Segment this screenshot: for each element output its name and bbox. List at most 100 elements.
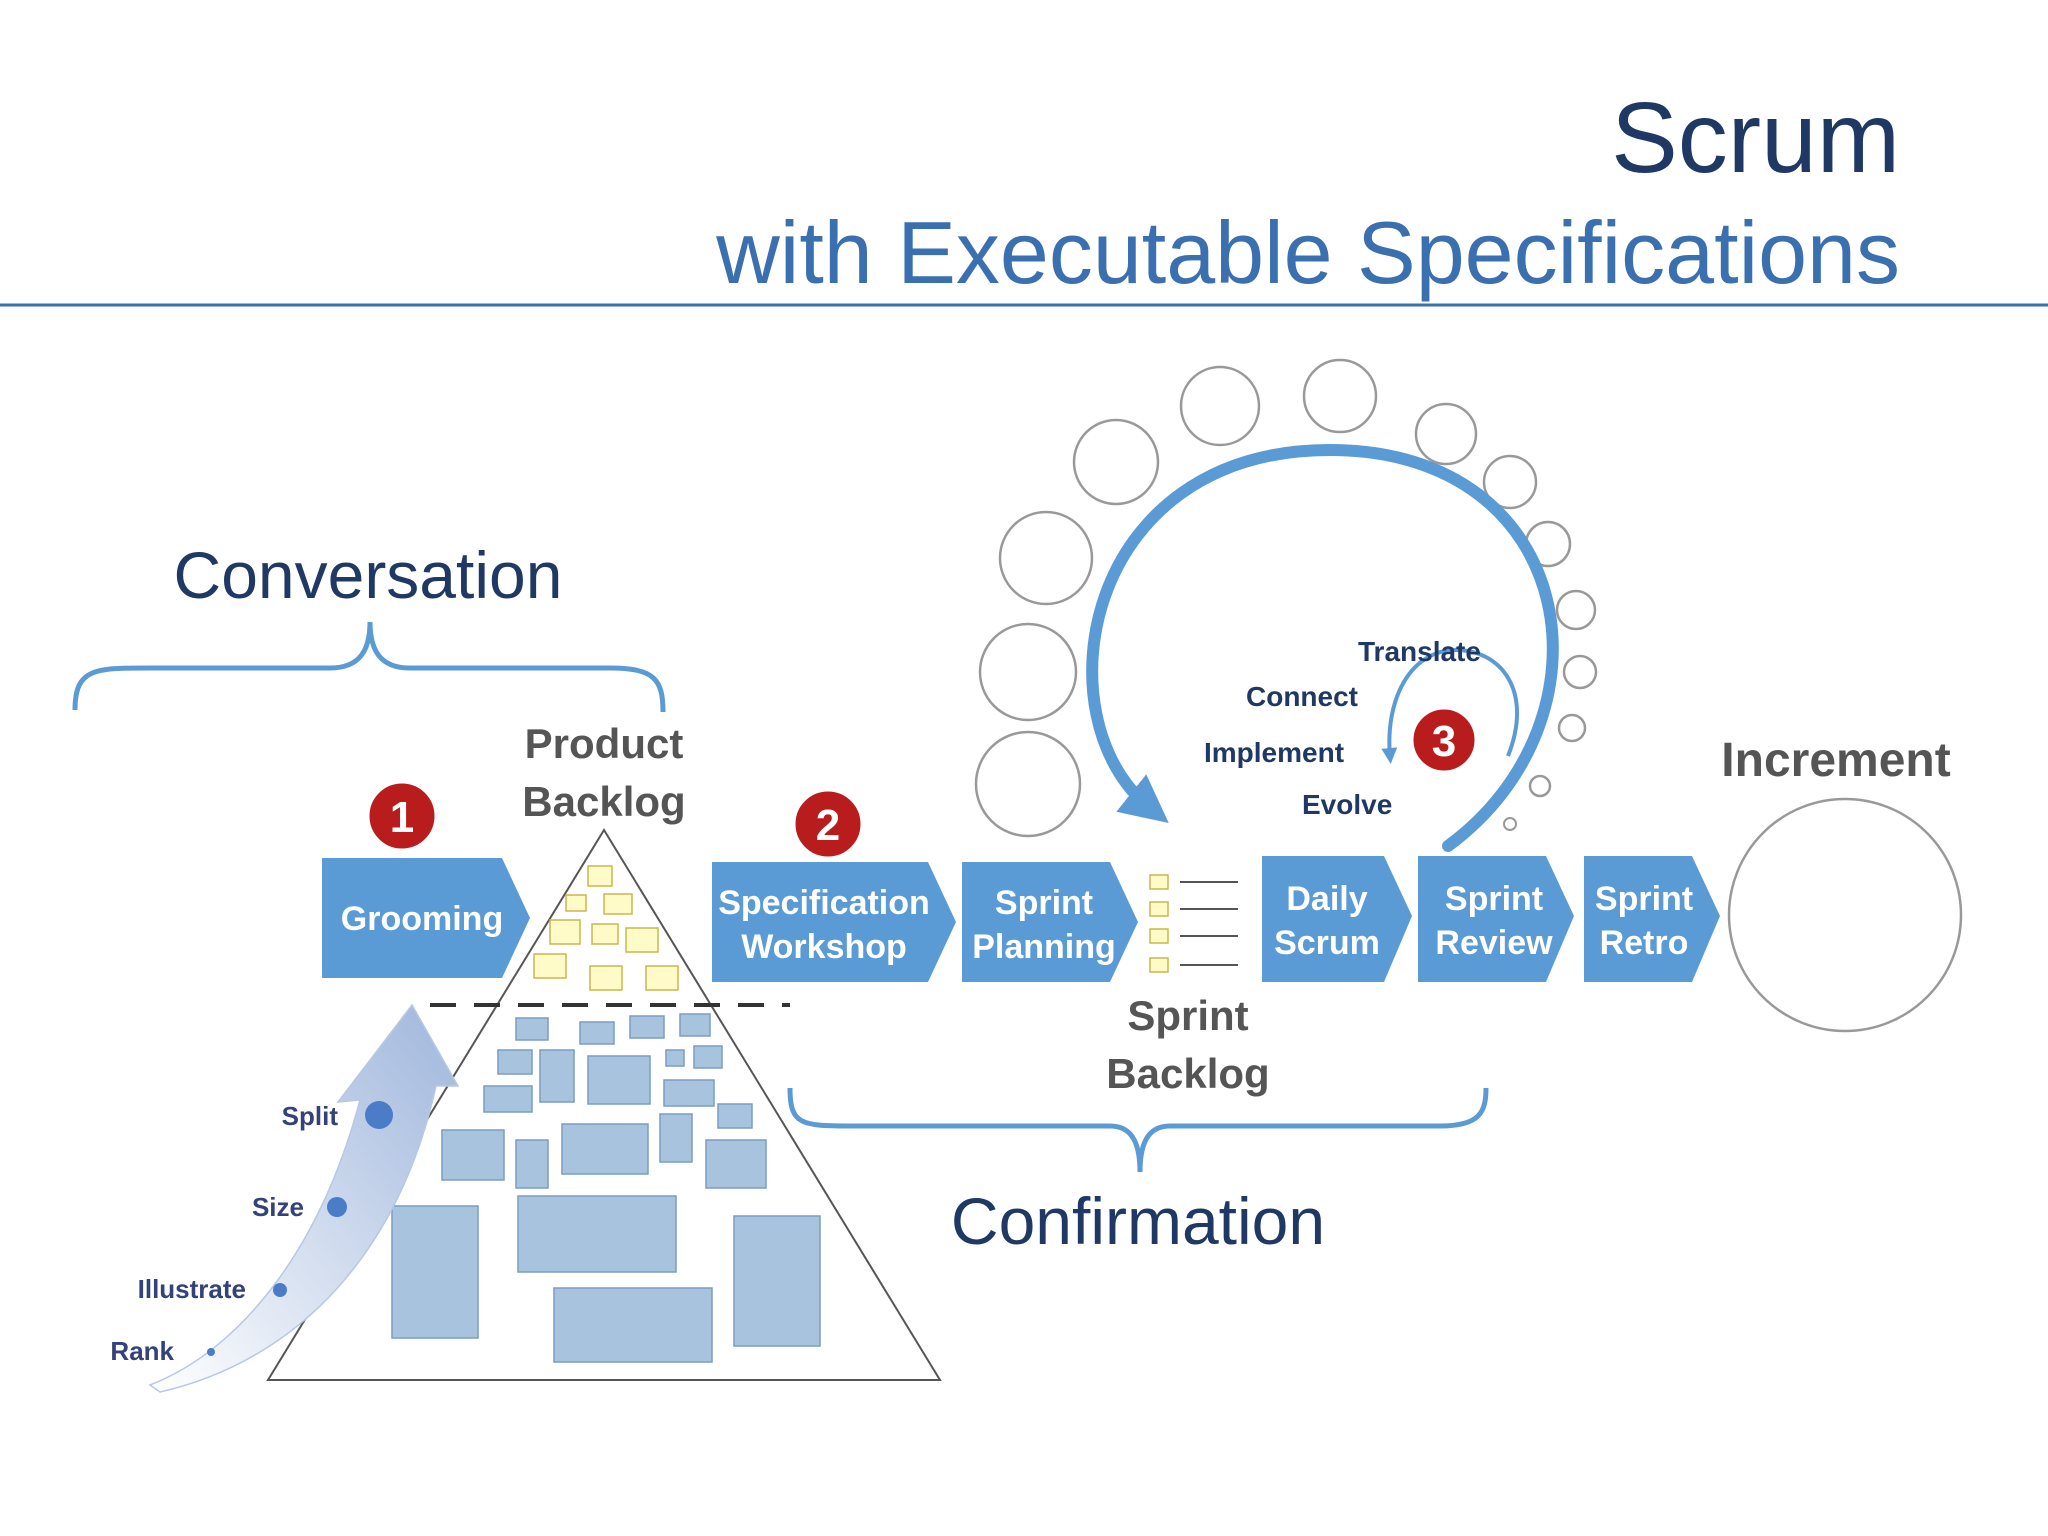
badge-2: 2: [792, 788, 864, 860]
ready-item: [565, 894, 587, 912]
sprint-day-bubble: [1414, 402, 1478, 466]
sprint-backlog-label-line2: Backlog: [1106, 1050, 1269, 1097]
backlog-item: [539, 1049, 575, 1103]
sprint-backlog-label-line1: Sprint: [1127, 992, 1248, 1039]
sprint-backlog-item: [1149, 928, 1169, 944]
split-dot-icon: [365, 1101, 393, 1129]
backlog-item: [629, 1015, 665, 1039]
badge-3: 3: [1410, 706, 1478, 774]
ready-item: [589, 965, 623, 991]
grooming-activity-rank: Rank: [110, 1336, 174, 1366]
backlog-item: [665, 1049, 685, 1067]
sprint-days-bubbles: [974, 358, 1598, 838]
confirmation-bracket: [787, 1087, 1489, 1173]
cycle-translate-label: Translate: [1358, 636, 1481, 667]
daily-scrum-chevron: [1262, 856, 1412, 982]
specification-workshop-label-line1: Specification: [718, 884, 930, 922]
confirmation-label: Confirmation: [951, 1184, 1325, 1258]
backlog-item: [693, 1045, 723, 1069]
sprint-retro-chevron: [1584, 856, 1720, 982]
sprint-planning-chevron: [962, 862, 1138, 982]
sprint-planning-label-line1: Sprint: [995, 884, 1093, 922]
increment-label: Increment: [1721, 734, 1950, 787]
step-grooming: Grooming: [322, 858, 530, 978]
sprint-backlog-list-icon: [1149, 874, 1238, 973]
backlog-item: [733, 1215, 821, 1347]
conversation-label: Conversation: [174, 538, 563, 612]
cycle-connect-label: Connect: [1246, 681, 1358, 712]
sprint-day-bubble: [1557, 713, 1587, 743]
backlog-item: [679, 1013, 711, 1037]
backlog-item: [561, 1123, 649, 1175]
backlog-item: [497, 1049, 533, 1075]
grooming-activity-split: Split: [282, 1101, 339, 1131]
ready-item: [587, 865, 613, 887]
ready-item: [591, 923, 619, 945]
badge-1-circle: [366, 780, 438, 852]
sprint-backlog-item: [1149, 957, 1169, 973]
sprint-day-bubble: [1302, 358, 1378, 434]
ready-backlog-items: [533, 865, 679, 991]
grooming-activity-illustrate: Illustrate: [138, 1274, 246, 1304]
sprint-day-bubble: [1503, 817, 1517, 831]
sprint-day-bubble: [1562, 654, 1598, 690]
product-backlog-label-line1: Product: [525, 720, 684, 767]
ready-item: [533, 953, 567, 979]
sprint-retro-label-line2: Retro: [1600, 924, 1689, 962]
backlog-item: [553, 1287, 713, 1363]
backlog-items: [391, 1013, 821, 1363]
backlog-item: [579, 1021, 615, 1045]
sprint-review-chevron: [1418, 856, 1574, 982]
sprint-cycle-arrow: [1086, 443, 1559, 852]
page-subtitle: with Executable Specifications: [715, 203, 1900, 302]
badge-2-circle: [792, 788, 864, 860]
backlog-item: [659, 1113, 693, 1163]
daily-scrum-label-line1: Daily: [1286, 880, 1367, 918]
backlog-item: [515, 1139, 549, 1189]
sprint-day-bubble: [1179, 365, 1261, 447]
ready-item: [603, 893, 633, 915]
daily-scrum-label-line2: Scrum: [1274, 924, 1380, 962]
sprint-backlog-item: [1149, 901, 1169, 917]
sprint-day-bubble: [1072, 418, 1160, 506]
size-dot-icon: [327, 1197, 347, 1217]
backlog-item: [391, 1205, 479, 1339]
illustrate-dot-icon: [273, 1283, 287, 1297]
badge-1-number: 1: [390, 793, 414, 842]
cycle-implement-label: Implement: [1204, 737, 1344, 768]
grooming-label: Grooming: [341, 900, 503, 938]
badge-3-number: 3: [1432, 717, 1456, 766]
sprint-planning-label-line2: Planning: [972, 928, 1116, 966]
rank-dot-icon: [207, 1348, 215, 1356]
cycle-evolve-label: Evolve: [1302, 789, 1392, 820]
grooming-chevron: [322, 858, 530, 978]
step-sprint-review: Sprint Review: [1418, 856, 1574, 982]
page-title: Scrum: [1611, 82, 1900, 194]
badge-3-circle: [1410, 706, 1478, 774]
backlog-item: [705, 1139, 767, 1189]
ready-item: [625, 927, 659, 953]
product-backlog-label-line2: Backlog: [522, 778, 685, 825]
backlog-item: [663, 1079, 715, 1107]
sprint-retro-label-line1: Sprint: [1595, 880, 1693, 918]
step-sprint-planning: Sprint Planning: [962, 862, 1138, 982]
ready-item: [645, 965, 679, 991]
specification-workshop-chevron: [712, 862, 956, 982]
sprint-day-bubble: [978, 622, 1078, 722]
sprint-review-label-line2: Review: [1435, 924, 1553, 962]
grooming-activity-size: Size: [252, 1192, 304, 1222]
badge-2-number: 2: [816, 801, 840, 850]
badge-1: 1: [366, 780, 438, 852]
backlog-item: [517, 1195, 677, 1273]
inner-cycle-arrow: [1381, 647, 1520, 764]
backlog-item: [717, 1103, 753, 1129]
conversation-bracket: [72, 621, 666, 713]
specification-workshop-label-line2: Workshop: [741, 928, 907, 966]
step-daily-scrum: Daily Scrum: [1262, 856, 1412, 982]
backlog-item: [515, 1017, 549, 1041]
sprint-day-bubble: [1482, 454, 1538, 510]
increment-circle: [1727, 797, 1963, 1033]
backlog-item: [587, 1055, 651, 1105]
backlog-item: [483, 1085, 533, 1113]
